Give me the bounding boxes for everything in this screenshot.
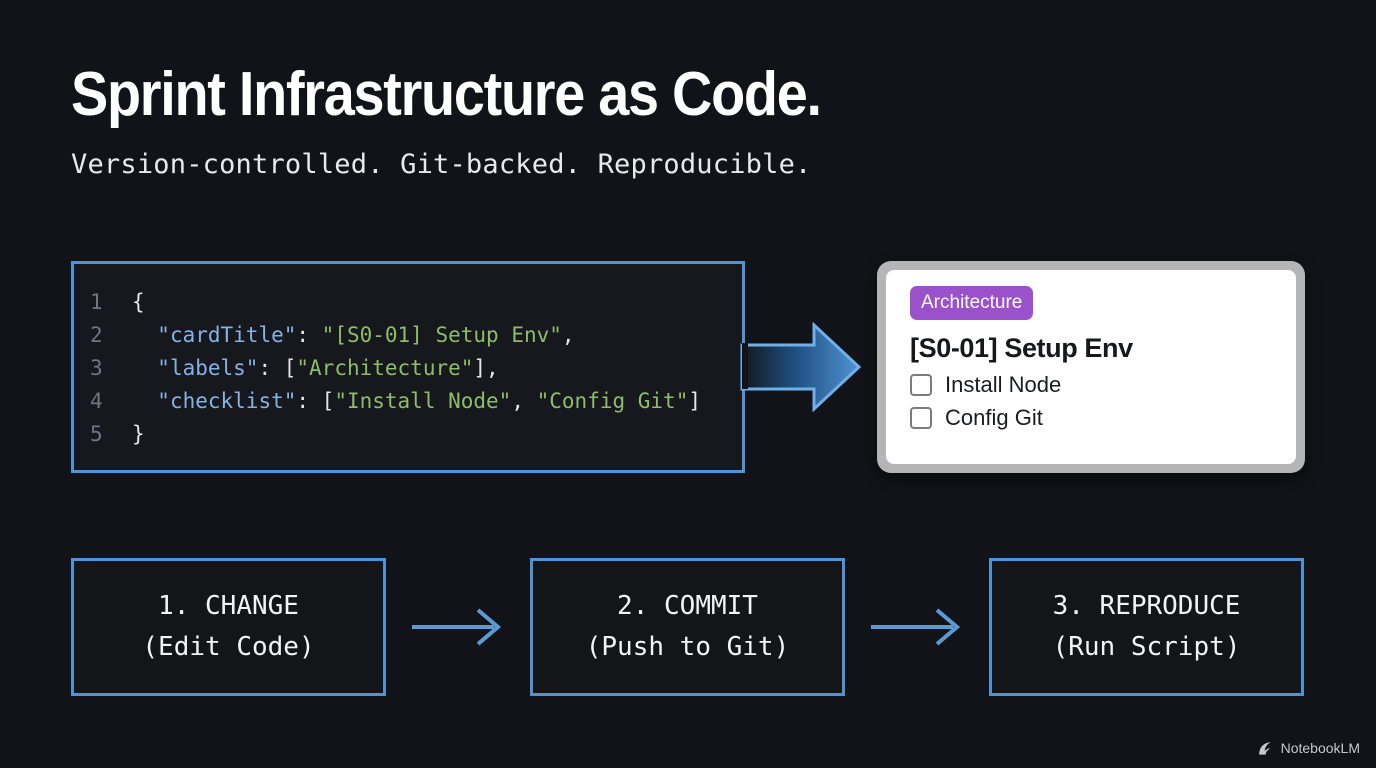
transform-arrow-icon (740, 322, 862, 412)
code-token (132, 356, 157, 380)
step-subtitle: (Push to Git) (585, 632, 790, 662)
code-token: "Architecture" (296, 356, 474, 380)
code-token: ], (473, 356, 499, 380)
code-line-number: 2 (90, 323, 103, 347)
code-line-number: 5 (90, 422, 103, 446)
checklist-item-label: Install Node (945, 372, 1062, 397)
code-line: 1{ (90, 286, 701, 319)
code-token (132, 389, 157, 413)
checklist-item[interactable]: Config Git (910, 406, 1276, 430)
code-token: : [ (258, 356, 297, 380)
code-token: ] (688, 389, 701, 413)
code-token: "[S0-01] Setup Env" (321, 323, 562, 347)
code-block-content: 1{2 "cardTitle": "[S0-01] Setup Env",3 "… (74, 264, 701, 451)
notebooklm-logo-icon (1258, 741, 1271, 755)
step-box-reproduce: 3. REPRODUCE (Run Script) (989, 558, 1304, 696)
checkbox-icon[interactable] (910, 407, 932, 429)
checkbox-icon[interactable] (910, 374, 932, 396)
code-token: "labels" (157, 356, 259, 380)
watermark: NotebookLM (1258, 740, 1360, 756)
code-token: "checklist" (157, 389, 297, 413)
code-block: 1{2 "cardTitle": "[S0-01] Setup Env",3 "… (71, 261, 745, 473)
code-token: "Config Git" (536, 389, 689, 413)
code-line-number: 4 (90, 389, 103, 413)
task-card[interactable]: Architecture [S0-01] Setup Env Install N… (886, 270, 1296, 464)
code-line-number: 3 (90, 356, 103, 380)
step-subtitle: (Run Script) (1052, 632, 1241, 662)
watermark-label: NotebookLM (1280, 740, 1360, 756)
code-token: { (132, 290, 145, 314)
step-subtitle: (Edit Code) (142, 632, 315, 662)
step-box-change: 1. CHANGE (Edit Code) (71, 558, 386, 696)
checklist-item-label: Config Git (945, 405, 1043, 430)
step-title: 2. COMMIT (617, 591, 758, 621)
code-line: 4 "checklist": ["Install Node", "Config … (90, 385, 701, 418)
status-badge[interactable]: Architecture (910, 286, 1034, 320)
page-subtitle: Version-controlled. Git-backed. Reproduc… (71, 149, 812, 180)
code-token: , (561, 323, 575, 347)
checklist-item[interactable]: Install Node (910, 373, 1276, 397)
code-line-number: 1 (90, 290, 103, 314)
code-line: 5} (90, 418, 701, 451)
page-title: Sprint Infrastructure as Code. (71, 60, 822, 129)
card-title: [S0-01] Setup Env (910, 333, 1133, 363)
code-block-border-gap (742, 343, 748, 389)
code-token: : [ (296, 389, 335, 413)
step-title: 3. REPRODUCE (1052, 591, 1241, 621)
code-line: 3 "labels": ["Architecture"], (90, 352, 701, 385)
code-token: "cardTitle" (157, 323, 297, 347)
step-title: 1. CHANGE (158, 591, 299, 621)
code-line: 2 "cardTitle": "[S0-01] Setup Env", (90, 319, 701, 352)
code-token: , (511, 389, 537, 413)
code-token: : (296, 323, 322, 347)
code-token: } (132, 422, 145, 446)
flow-arrow-icon (412, 608, 502, 646)
card-frame: Architecture [S0-01] Setup Env Install N… (877, 261, 1305, 473)
code-token: "Install Node" (334, 389, 512, 413)
step-box-commit: 2. COMMIT (Push to Git) (530, 558, 845, 696)
code-token (132, 323, 157, 347)
flow-arrow-icon (871, 608, 961, 646)
